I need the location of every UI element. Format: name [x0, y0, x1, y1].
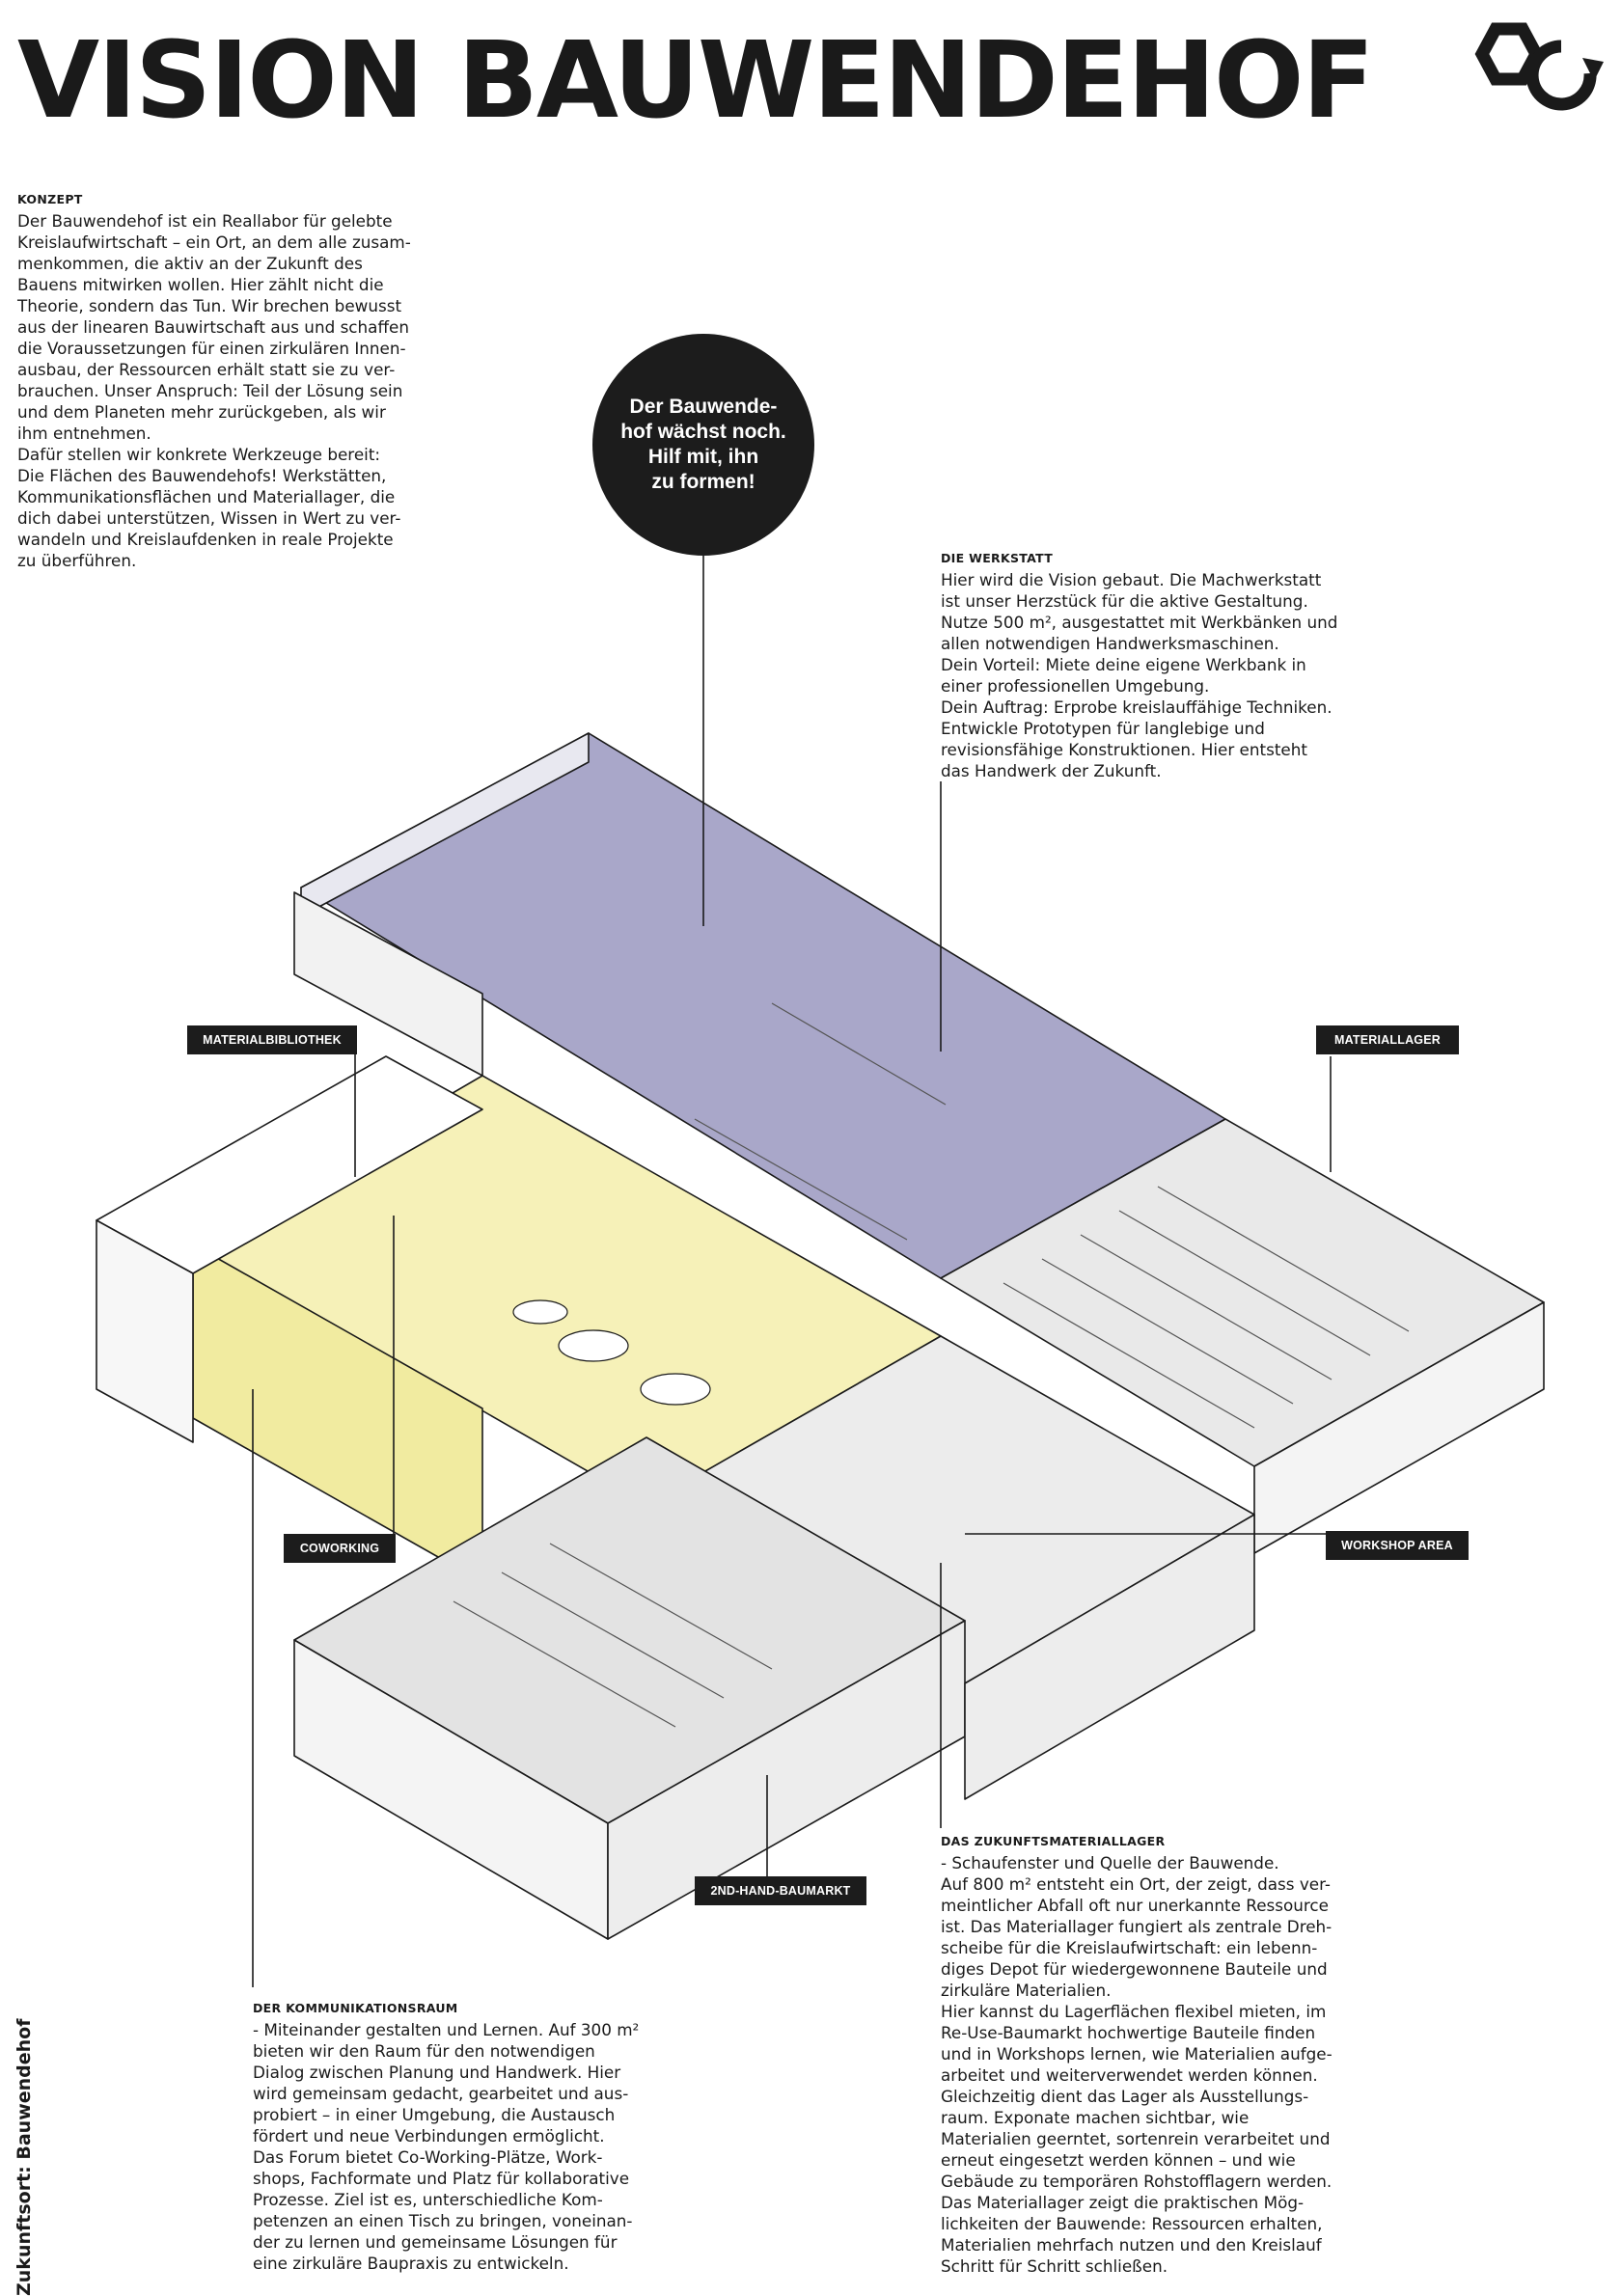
kommunikation-section: DER KOMMUNIKATIONSRAUM - Miteinander ges… [253, 2000, 658, 2274]
werkstatt-body: Hier wird die Vision gebaut. Die Machwer… [941, 569, 1346, 781]
zukunftsmateriallager-body: - Schaufenster und Quelle der Bauwende. … [941, 1852, 1365, 2277]
bubble-text: Der Bauwende- hof wächst noch. Hilf mit,… [620, 395, 786, 495]
konzept-heading: KONZEPT [17, 191, 423, 208]
werkstatt-section: DIE WERKSTATT Hier wird die Vision gebau… [941, 550, 1346, 781]
kommunikation-body: - Miteinander gestalten und Lernen. Auf … [253, 2019, 658, 2274]
zukunftsmateriallager-heading: DAS ZUKUNFTSMATERIALLAGER [941, 1833, 1365, 1850]
werkstatt-heading: DIE WERKSTATT [941, 550, 1346, 567]
tag-workshop-area: WORKSHOP AREA [1326, 1531, 1469, 1560]
growth-bubble: Der Bauwende- hof wächst noch. Hilf mit,… [592, 334, 814, 556]
vertical-caption: Zukunftsort: Bauwendehof [14, 2019, 35, 2296]
konzept-section: KONZEPT Der Bauwendehof ist ein Reallabo… [17, 191, 423, 571]
tag-materialbibliothek: MATERIALBIBLIOTHEK [187, 1025, 357, 1054]
tag-materiallager: MATERIALLAGER [1316, 1025, 1459, 1054]
tag-coworking: COWORKING [284, 1534, 396, 1563]
zukunftsmateriallager-section: DAS ZUKUNFTSMATERIALLAGER - Schaufenster… [941, 1833, 1365, 2277]
kommunikation-heading: DER KOMMUNIKATIONSRAUM [253, 2000, 658, 2017]
konzept-body: Der Bauwendehof ist ein Reallabor für ge… [17, 210, 423, 571]
tag-2nd-hand-baumarkt: 2ND-HAND-BAUMARKT [695, 1876, 866, 1905]
